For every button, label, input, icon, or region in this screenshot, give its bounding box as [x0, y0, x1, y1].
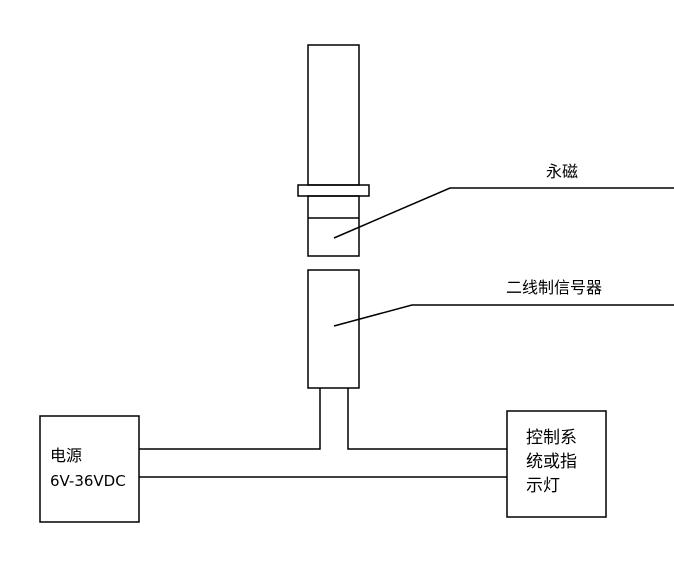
sensor-label: 二线制信号器 — [506, 278, 602, 297]
magnet-collar — [297, 184, 370, 197]
wire-right — [347, 388, 507, 450]
wire-left — [139, 388, 321, 450]
sensor-body — [307, 269, 360, 389]
power-supply-box — [39, 415, 140, 523]
control-system-line1: 控制系 — [526, 428, 577, 448]
magnet-body — [307, 44, 360, 186]
control-system-box — [506, 410, 607, 518]
power-supply-title: 电源 — [50, 446, 82, 465]
magnet-leader-line — [333, 187, 674, 239]
magnet-label: 永磁 — [546, 162, 578, 181]
control-system-line2: 统或指 — [526, 452, 577, 472]
magnet-tip — [307, 195, 360, 257]
power-supply-voltage: 6V-36VDC — [50, 472, 126, 490]
control-system-line3: 示灯 — [526, 476, 560, 496]
sensor-leader-line — [333, 304, 674, 327]
